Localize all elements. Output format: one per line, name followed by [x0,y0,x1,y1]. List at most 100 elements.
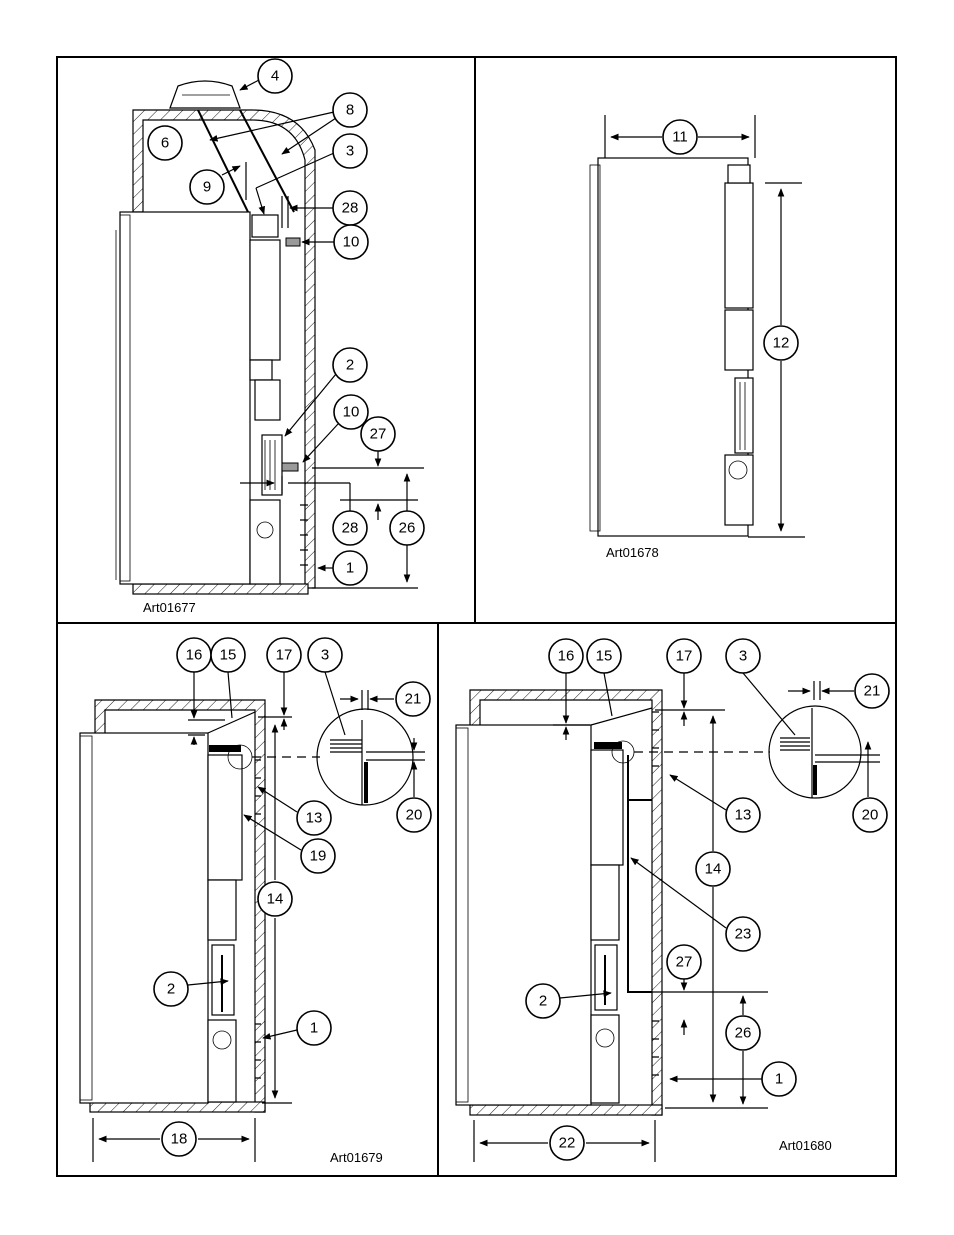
spacer-block-lower [281,462,299,472]
callout-number: 13 [735,807,752,824]
callout-circle [725,916,761,952]
callout-6: 6 [147,125,183,161]
callout-circle [332,133,368,169]
callout-20: 20 [852,797,888,833]
callout-number: 16 [186,647,203,664]
callout-2: 2 [153,971,189,1007]
callout-11: 11 [662,119,698,155]
callout-circle [333,224,369,260]
callout-circle [725,1015,761,1051]
callout-number: 26 [399,520,416,537]
callout-circle [332,92,368,128]
callout-circle [395,681,431,717]
enclosure-floor [132,583,309,595]
callout-14: 14 [695,851,731,887]
callout-17: 17 [666,638,702,674]
callout-14: 14 [257,881,293,917]
art-label: Art01680 [779,1138,832,1153]
callout-13: 13 [725,797,761,833]
callout-circle [854,673,890,709]
callout-4: 4 [257,58,293,94]
callout-20: 20 [396,797,432,833]
enclosure-floor [469,1104,663,1116]
callout-number: 12 [773,335,790,352]
cabinet-body [597,157,749,537]
callout-circle [161,1121,197,1157]
callout-circle [300,838,336,874]
callout-number: 14 [267,891,284,908]
callout-2: 2 [525,983,561,1019]
callout-circle [307,637,343,673]
callout-3: 3 [307,637,343,673]
callout-number: 9 [203,179,211,196]
callout-circle [396,797,432,833]
callout-number: 14 [705,861,722,878]
callout-3: 3 [725,638,761,674]
callout-23: 23 [725,916,761,952]
callout-1: 1 [296,1010,332,1046]
callout-1: 1 [761,1061,797,1097]
heater-unit [724,182,754,309]
callout-16: 16 [176,637,212,673]
callout-circle [725,797,761,833]
callout-number: 15 [596,648,613,665]
callout-number: 15 [220,647,237,664]
callout-circle [666,944,702,980]
callout-circle [695,851,731,887]
callout-10: 10 [333,224,369,260]
callout-number: 1 [346,560,354,577]
callout-number: 23 [735,926,752,943]
heater-unit [249,239,281,361]
callout-27: 27 [666,944,702,980]
callout-number: 1 [310,1020,318,1037]
detail-circle [316,708,414,806]
callout-circle [725,638,761,674]
callout-circle [266,637,302,673]
callout-circle [763,325,799,361]
art-label: Art01678 [606,545,659,560]
callout-number: 19 [310,848,327,865]
heater-unit [207,754,243,881]
detail-circle [768,705,862,799]
callout-28: 28 [332,510,368,546]
callout-circle [153,971,189,1007]
callout-number: 28 [342,200,359,217]
callout-circle [852,797,888,833]
callout-circle [761,1061,797,1097]
callout-27: 27 [360,416,396,452]
callout-number: 13 [306,810,323,827]
callout-number: 3 [321,647,329,664]
callout-number: 21 [405,691,422,708]
callout-number: 10 [343,234,360,251]
callout-2: 2 [332,347,368,383]
panel-top-right: 11 12 Art01678 [589,115,805,560]
callout-10: 10 [333,394,369,430]
callout-number: 17 [676,648,693,665]
callout-number: 20 [406,807,423,824]
wall-shield [627,755,652,993]
callout-15: 15 [210,637,246,673]
callout-circle [332,510,368,546]
callout-number: 28 [342,520,359,537]
callout-9: 9 [189,169,225,205]
callout-15: 15 [586,638,622,674]
callout-number: 20 [862,807,879,824]
callout-26: 26 [725,1015,761,1051]
callout-circle [147,125,183,161]
callout-circle [333,394,369,430]
callout-circle [586,638,622,674]
callout-3: 3 [332,133,368,169]
callout-number: 21 [864,683,881,700]
callout-16: 16 [548,638,584,674]
cabinet-body [119,211,251,585]
heater-unit [590,749,624,866]
callout-circle [332,550,368,586]
callout-number: 16 [558,648,575,665]
callout-circle [525,983,561,1019]
callout-number: 3 [739,648,747,665]
callout-circle [549,1125,585,1161]
callout-circle [666,638,702,674]
